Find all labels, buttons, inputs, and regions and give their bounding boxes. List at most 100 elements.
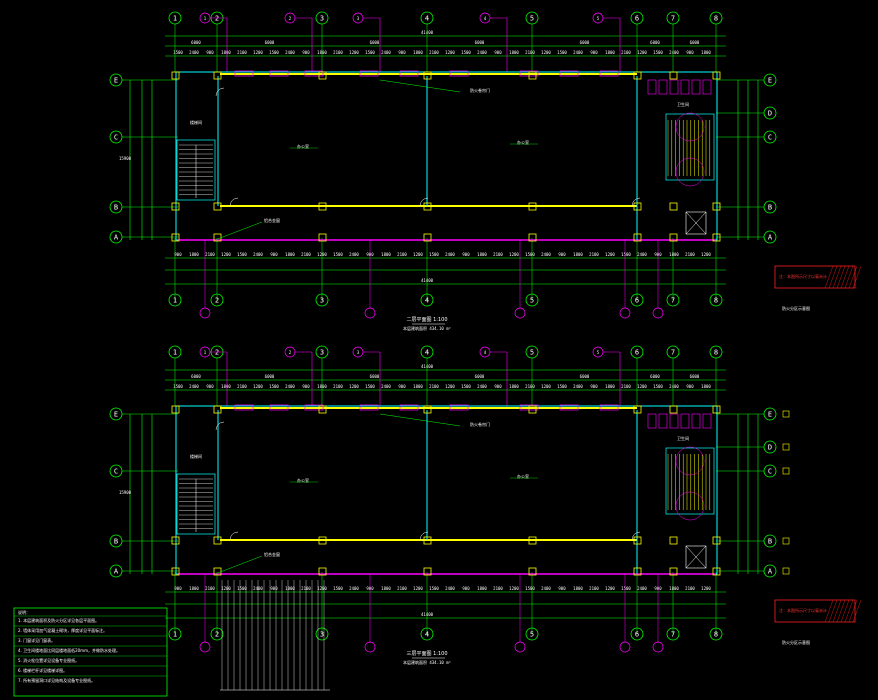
dim-small-bot: 1500 [429, 586, 439, 591]
dim-small-bot: 1200 [701, 252, 711, 257]
dim-small-top: 2400 [189, 50, 199, 55]
notes-line-4: 4. 卫生间楼地面比同层楼地面低20mm，并做防水处理。 [18, 647, 120, 653]
dim-small-top: 2400 [573, 50, 583, 55]
callout-leader-1 [379, 79, 461, 93]
north-window-7 [559, 404, 579, 411]
north-window-4 [399, 70, 419, 77]
dim-small-top: 1200 [445, 50, 455, 55]
section-mark-bottom-0 [199, 307, 211, 319]
dim-small-top: 2400 [381, 50, 391, 55]
column-corridor-5 [633, 202, 642, 211]
dim-small-bot: 1800 [189, 252, 199, 257]
exterior-wall [175, 71, 718, 241]
plan-subtitle: 本层建筑面积 434.10 m² [403, 659, 451, 665]
legend-hatch [836, 599, 846, 623]
grid-bubble-bot-3-label: 3 [320, 631, 324, 639]
dim-small-bot: 900 [558, 252, 566, 257]
callout-1: 防火卷帘门 [470, 421, 490, 427]
dim-small-top: 900 [494, 50, 502, 55]
dim-small-top: 900 [206, 50, 214, 55]
toilet-stall-4 [691, 79, 701, 95]
dim-bay-top: 6000 [265, 374, 275, 379]
toilet-stall-1 [658, 413, 668, 429]
dim-small-bot: 1500 [333, 252, 343, 257]
legend-hatch [828, 265, 838, 289]
column-north-5 [633, 71, 642, 80]
grid-bubble-top-3-label: 3 [320, 15, 324, 23]
dim-small-bot: 1500 [237, 586, 247, 591]
column-south-0 [171, 233, 180, 242]
grid-bubble-right-A-label: A [768, 568, 773, 576]
grid-marker-box-B [782, 537, 790, 545]
legend-hatch [844, 599, 854, 623]
dim-small-top: 1200 [253, 384, 263, 389]
grid-bubble-left-A-label: A [114, 234, 119, 242]
legend-hatch [840, 599, 850, 623]
dim-small-bot: 1200 [509, 586, 519, 591]
dim-small-top: 1500 [461, 384, 471, 389]
section-mark-bottom-3 [619, 307, 631, 319]
dim-small-top: 1200 [541, 384, 551, 389]
column-corridor-7 [712, 536, 721, 545]
section-mark-bottom-0 [199, 641, 211, 653]
shaft-x2 [685, 545, 707, 569]
grid-marker-box-A [782, 567, 790, 575]
grid-bubble-bot-1-circle [168, 293, 182, 307]
legend-hatch [824, 599, 834, 623]
door-swing-0 [229, 531, 239, 541]
dim-small-bot: 1200 [221, 252, 231, 257]
north-window-0 [234, 70, 254, 77]
north-window-4 [399, 404, 419, 411]
grid-bubble-bot-6-label: 6 [635, 631, 639, 639]
legend-caption: 防火分区示意图 [782, 639, 810, 645]
column-south-2 [318, 567, 327, 576]
grid-bubble-bot-2-label: 2 [215, 297, 219, 305]
grid-bubble-bot-3-circle [315, 627, 329, 641]
grid-bubble-bot-1-circle [168, 627, 182, 641]
column-north-1 [213, 405, 222, 414]
grid-bubble-right-D-label: D [768, 444, 772, 452]
dim-small-bot: 1200 [317, 586, 327, 591]
dim-small-top: 1500 [173, 50, 183, 55]
dim-small-top: 1200 [349, 50, 359, 55]
plan-title: 三层平面图 1:100 [407, 651, 448, 657]
grid-bubble-top-4-label: 4 [425, 15, 429, 23]
dim-small-bot: 1500 [525, 252, 535, 257]
callout-leader-1 [379, 413, 461, 427]
dim-small-bot: 1500 [525, 586, 535, 591]
dim-small-bot: 2100 [397, 252, 407, 257]
dim-small-top: 2100 [621, 384, 631, 389]
area-tag-west: 办公室 [297, 477, 309, 483]
dim-small-top: 1800 [317, 384, 327, 389]
legend-box [774, 599, 856, 623]
toilet-stall-0 [647, 413, 657, 429]
stair-hatch-lower [220, 580, 330, 691]
west-stair [176, 473, 216, 535]
section-mark-label-3: 3 [357, 16, 360, 21]
notes-line-2: 2. 墙体采用加气混凝土砌块，厚度详见平面标注。 [18, 627, 107, 633]
grid-bubble-top-7-label: 7 [671, 349, 675, 357]
section-mark-label-1: 1 [204, 16, 207, 21]
dim-small-top: 1800 [509, 50, 519, 55]
grid-bubble-bot-6-label: 6 [635, 297, 639, 305]
notes-line-1: 1. 本层建筑面积及防火分区详见各层平面图。 [18, 617, 99, 623]
column-corridor-6 [669, 202, 678, 211]
area-tag-east: 办公室 [517, 473, 529, 479]
column-north-0 [171, 405, 180, 414]
dim-small-top: 2100 [237, 50, 247, 55]
dim-small-top: 2400 [573, 384, 583, 389]
column-south-5 [633, 233, 642, 242]
column-south-7 [712, 567, 721, 576]
dim-small-top: 900 [398, 50, 406, 55]
dim-small-top: 1500 [557, 50, 567, 55]
dim-small-top: 900 [686, 384, 694, 389]
toilet-stall-4 [691, 413, 701, 429]
dim-small-top: 1200 [349, 384, 359, 389]
dim-small-top: 2400 [477, 50, 487, 55]
column-south-6 [669, 233, 678, 242]
legend-box-text: 注：本图所示尺寸以毫米计 [779, 273, 827, 279]
dim-small-top: 1500 [653, 384, 663, 389]
section-mark-label-2: 2 [289, 16, 292, 21]
dim-small-bot: 2400 [253, 252, 263, 257]
column-north-7 [712, 405, 721, 414]
